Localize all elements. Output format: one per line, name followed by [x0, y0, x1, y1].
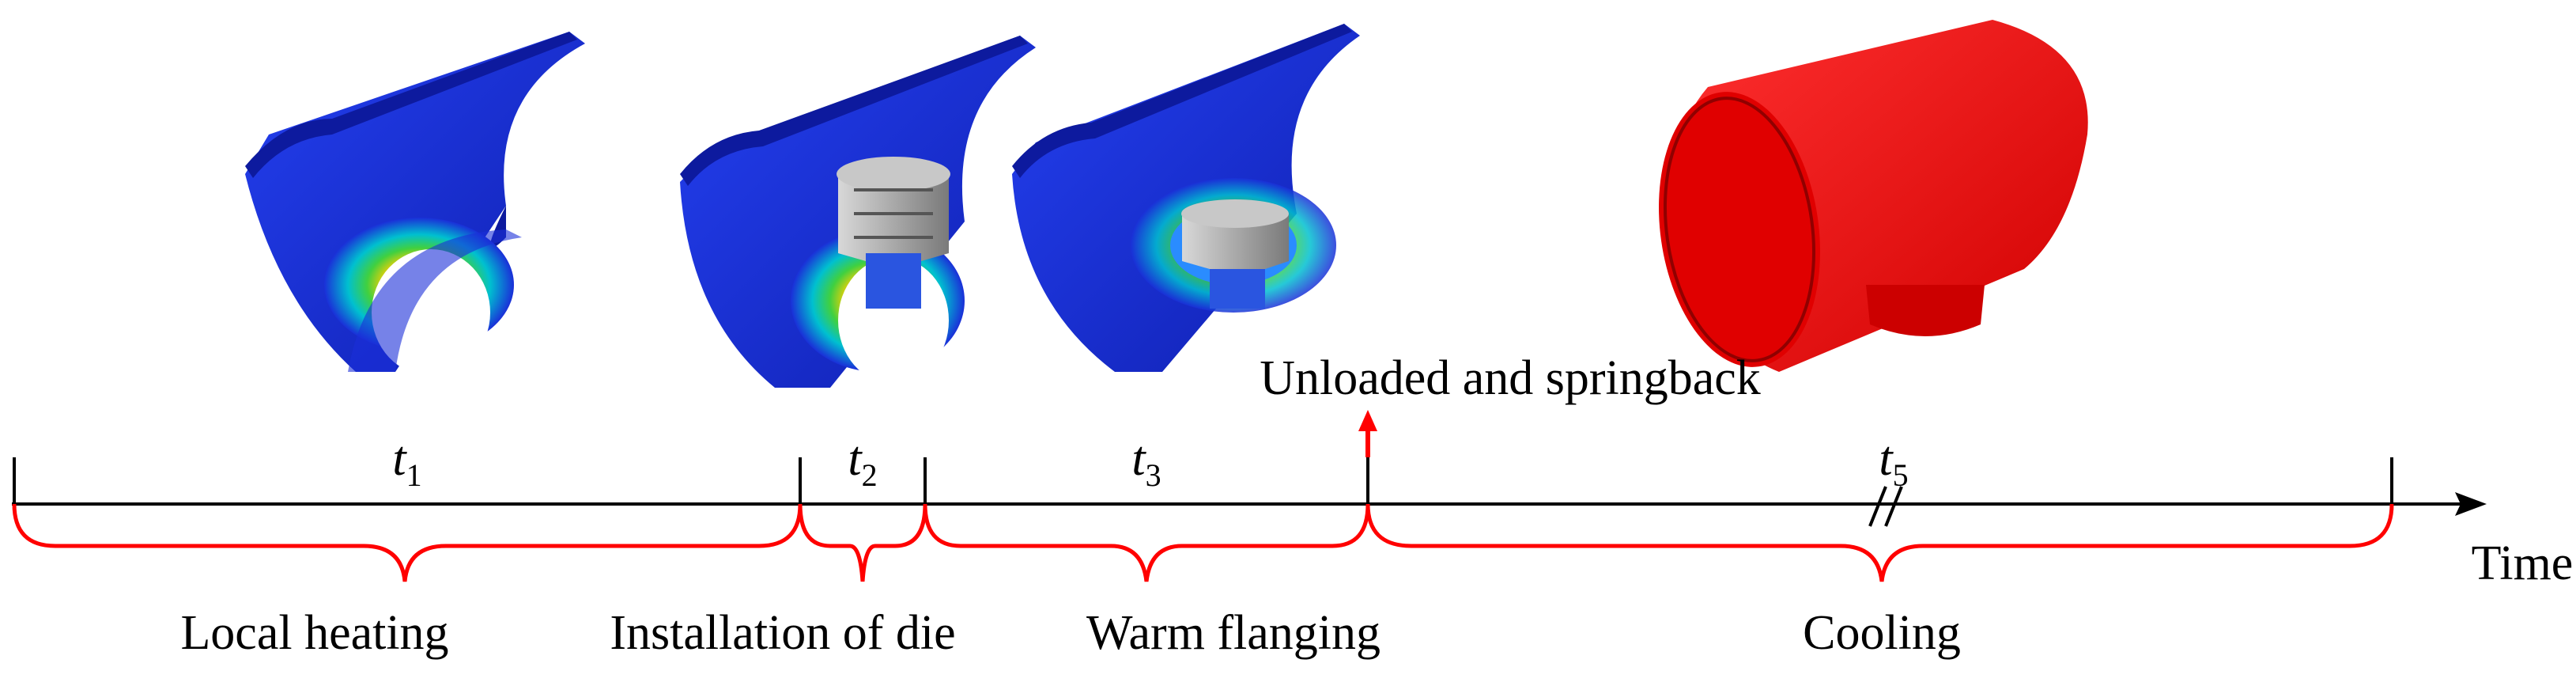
cooled-tee-pipe-icon	[1659, 20, 2088, 372]
stage-braces	[12, 503, 2394, 582]
event-label: Unloaded and springback	[1260, 351, 1761, 405]
axis-arrowhead-icon	[2455, 492, 2487, 516]
interval-label-t5: t5	[1879, 432, 1908, 493]
event-arrow-icon	[1358, 410, 1377, 457]
axis-break-icon	[1868, 486, 1903, 527]
stage-label-warm-flanging: Warm flanging	[1086, 606, 1381, 660]
brace-installation	[798, 503, 927, 582]
interval-label-t2: t2	[848, 432, 877, 493]
axis-label-time: Time	[2472, 536, 2574, 590]
timeline	[12, 410, 2487, 527]
die-icon	[837, 157, 950, 309]
brace-warm-flanging	[923, 503, 1370, 582]
interval-label-t1: t1	[392, 432, 421, 493]
heated-pipe-icon	[245, 32, 585, 376]
interval-label-t3: t3	[1131, 432, 1161, 493]
brace-cooling	[1365, 503, 2394, 582]
stage-label-installation: Installation of die	[610, 606, 955, 660]
pipe-with-die-icon	[680, 36, 1036, 388]
flanging-pipe-icon	[1012, 24, 1360, 372]
stage-label-cooling: Cooling	[1803, 606, 1961, 660]
stage-label-local-heating: Local heating	[180, 606, 448, 660]
brace-local-heating	[12, 503, 803, 582]
